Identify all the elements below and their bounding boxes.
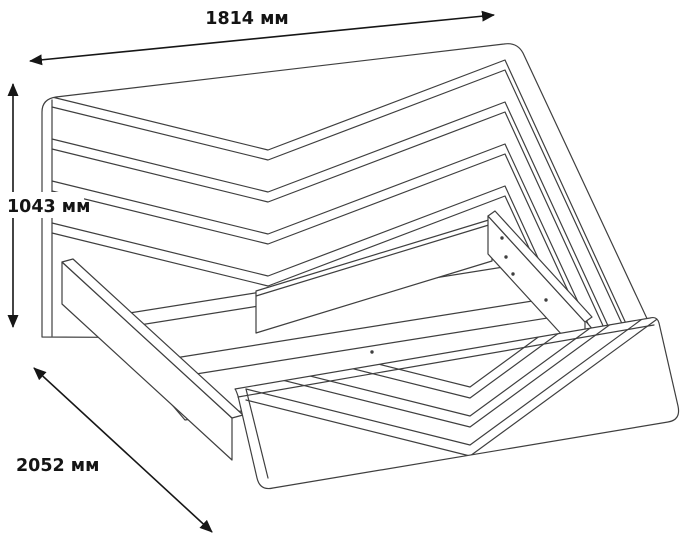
screw-hole [500,236,504,240]
footboard-left-edge-line [245,388,269,479]
right-rail-screw-holes [500,236,548,302]
headboard-chevron-pattern [51,59,635,340]
screw-hole [370,350,374,354]
screw-hole [511,272,515,276]
chevron-stripe [51,59,635,340]
length-dimension-label: 2052 мм [16,456,99,476]
base-slat-line [151,312,580,382]
length-dimension: 2052 мм [16,367,213,533]
length-dimension-arrow [33,367,213,533]
divider-top-edge-line [255,223,493,297]
chevron-stripe [51,143,597,340]
height-dimension: 1043 мм [4,83,90,328]
width-dimension-label: 1814 мм [205,9,288,29]
footboard-top-edge-line [237,324,655,398]
divider-panel [255,218,493,334]
screw-hole [504,255,508,259]
chevron-stripe [51,111,611,340]
width-dimension-arrow [29,10,495,66]
screw-hole [544,298,548,302]
chevron-stripe [245,317,661,446]
height-label-backing [4,192,84,218]
base-slat-line [136,295,565,365]
center-divider [255,218,493,334]
right-side-rail [487,210,593,361]
chevron-stripe [51,69,631,340]
width-dimension: 1814 мм [29,9,495,66]
chevron-stripe [245,317,661,428]
height-dimension-label: 1043 мм [7,197,90,217]
chevron-stripe [51,153,592,340]
right-rail-top-edge [487,210,593,323]
chevron-stripe [51,101,616,340]
